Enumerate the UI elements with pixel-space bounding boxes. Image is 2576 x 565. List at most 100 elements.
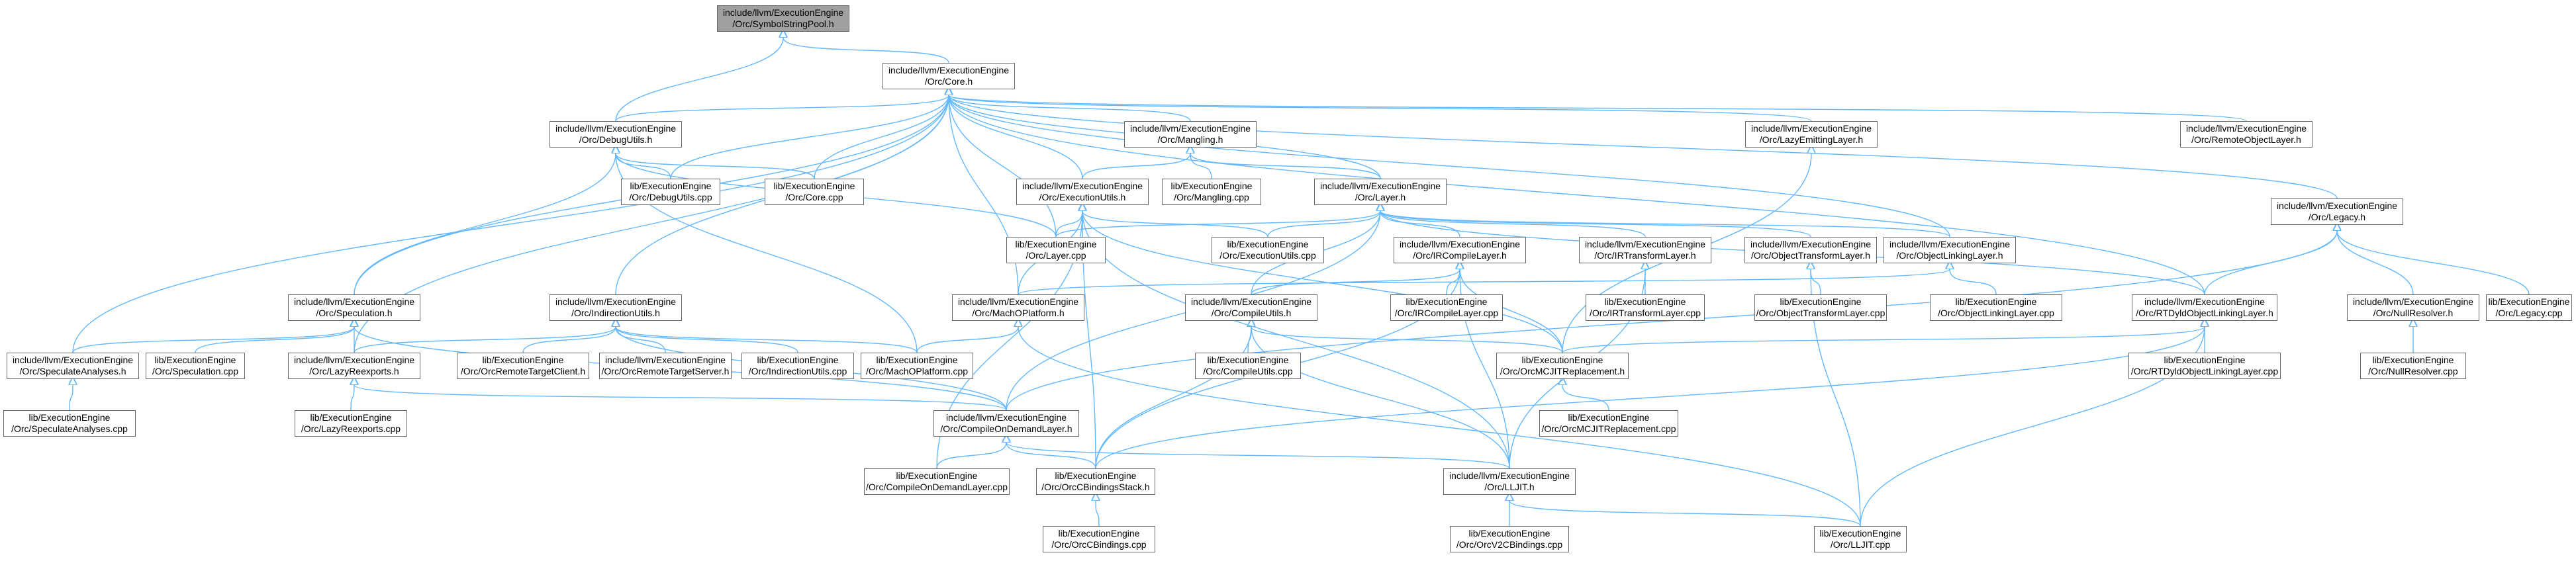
edge-n49-to-n20 (1018, 327, 1861, 527)
edge-n06-to-n02 (616, 153, 671, 179)
edge-n07-to-n01 (814, 95, 949, 179)
node-ircompilelayer-h[interactable]: include/llvm/ExecutionEngine /Orc/IRComp… (1394, 237, 1526, 263)
edge-n47-to-n45 (1096, 501, 1099, 527)
edge-n26-to-n01 (949, 95, 2205, 295)
node-objecttransformlayer-cpp[interactable]: lib/ExecutionEngine /Orc/ObjectTransform… (1754, 294, 1887, 321)
node-executionutils-cpp[interactable]: lib/ExecutionEngine /Orc/ExecutionUtils.… (1212, 237, 1324, 263)
node-symbolstringpool-h[interactable]: include/llvm/ExecutionEngine /Orc/Symbol… (717, 5, 849, 32)
node-machoplatform-cpp[interactable]: lib/ExecutionEngine /Orc/MachOPlatform.c… (861, 353, 973, 379)
edge-n35-to-n19 (616, 327, 918, 353)
node-orcmcjitreplacement-cpp[interactable]: lib/ExecutionEngine /Orc/OrcMCJITReplace… (1539, 410, 1678, 437)
edge-n29-to-n01 (72, 95, 949, 353)
node-rtdyldobjectlinkinglayer-h[interactable]: include/llvm/ExecutionEngine /Orc/RTDyld… (2132, 294, 2277, 321)
edge-n29-to-n18 (72, 327, 354, 353)
node-lazyemittinglayer-h[interactable]: include/llvm/ExecutionEngine /Orc/LazyEm… (1745, 121, 1878, 148)
edge-n43-to-n37 (1562, 385, 1609, 411)
edge-n08-to-n03 (1082, 153, 1190, 179)
node-mangling-cpp[interactable]: lib/ExecutionEngine /Orc/Mangling.cpp (1162, 179, 1261, 205)
edge-n11-to-n01 (949, 95, 2338, 199)
node-compileondemandlayer-h[interactable]: include/llvm/ExecutionEngine /Orc/Compil… (933, 410, 1079, 437)
edge-n33-to-n19 (616, 327, 666, 353)
edge-n17-to-n10 (1380, 211, 1950, 238)
edge-n45-to-n42 (1006, 443, 1096, 469)
edge-n30-to-n18 (195, 327, 354, 353)
node-orcv2cbindings-cpp[interactable]: lib/ExecutionEngine /Orc/OrcV2CBindings.… (1450, 526, 1569, 552)
edge-n27-to-n11 (2337, 231, 2414, 295)
node-lazyreexports-h[interactable]: include/llvm/ExecutionEngine /Orc/LazyRe… (288, 353, 420, 379)
edge-n37-to-n08 (1082, 211, 1563, 353)
edge-n04-to-n01 (949, 95, 1812, 122)
edge-n46-to-n42 (1006, 443, 1510, 469)
edge-n21-to-n14 (1251, 269, 1460, 295)
edge-n49-to-n46 (1509, 501, 1861, 527)
edge-n16-to-n10 (1380, 211, 1811, 238)
edge-n10-to-n03 (1190, 153, 1381, 179)
edge-n37-to-n26 (1562, 327, 2205, 353)
edge-n08-to-n01 (949, 95, 1083, 179)
edge-n34-to-n19 (616, 327, 798, 353)
node-objecttransformlayer-h[interactable]: include/llvm/ExecutionEngine /Orc/Object… (1744, 237, 1877, 263)
edge-n13-to-n10 (1267, 211, 1380, 238)
node-machoplatform-h[interactable]: include/llvm/ExecutionEngine /Orc/MachOP… (952, 294, 1084, 321)
node-orccbindingsstack-h[interactable]: lib/ExecutionEngine /Orc/OrcCBindingsSta… (1036, 468, 1155, 495)
node-objectlinkinglayer-cpp[interactable]: lib/ExecutionEngine /Orc/ObjectLinkingLa… (1930, 294, 2062, 321)
edge-n12-to-n08 (1055, 211, 1082, 238)
edge-n37-to-n14 (1460, 269, 1563, 353)
node-core-h[interactable]: include/llvm/ExecutionEngine /Orc/Core.h (883, 63, 1015, 89)
edge-n45-to-n26 (1095, 327, 2205, 469)
node-speculateanalyses-h[interactable]: include/llvm/ExecutionEngine /Orc/Specul… (7, 353, 139, 379)
edge-n31-to-n19 (354, 327, 616, 353)
node-indirectionutils-h[interactable]: include/llvm/ExecutionEngine /Orc/Indire… (549, 294, 682, 321)
edge-n20-to-n17 (1018, 269, 1950, 295)
node-objectlinkinglayer-h[interactable]: include/llvm/ExecutionEngine /Orc/Object… (1884, 237, 2016, 263)
edge-n06-to-n01 (670, 95, 949, 179)
node-lljit-h[interactable]: include/llvm/ExecutionEngine /Orc/LLJIT.… (1443, 468, 1576, 495)
node-executionutils-h[interactable]: include/llvm/ExecutionEngine /Orc/Execut… (1016, 179, 1149, 205)
node-legacy-cpp[interactable]: lib/ExecutionEngine /Orc/Legacy.cpp (2486, 294, 2572, 321)
node-nullresolver-cpp[interactable]: lib/ExecutionEngine /Orc/NullResolver.cp… (2360, 353, 2466, 379)
node-orcremotetargetserver-h[interactable]: include/llvm/ExecutionEngine /Orc/OrcRem… (599, 353, 732, 379)
node-speculation-h[interactable]: include/llvm/ExecutionEngine /Orc/Specul… (288, 294, 420, 321)
edge-n12-to-n10 (1055, 211, 1380, 238)
edge-n37-to-n21 (1251, 327, 1563, 353)
edge-n07-to-n02 (616, 153, 815, 179)
edge-n42-to-n31 (354, 385, 1007, 411)
node-speculateanalyses-cpp[interactable]: lib/ExecutionEngine /Orc/SpeculateAnalys… (3, 410, 136, 437)
node-nullresolver-h[interactable]: include/llvm/ExecutionEngine /Orc/NullRe… (2347, 294, 2479, 321)
node-mangling-h[interactable]: include/llvm/ExecutionEngine /Orc/Mangli… (1124, 121, 1257, 148)
node-lazyreexports-cpp[interactable]: lib/ExecutionEngine /Orc/LazyReexports.c… (295, 410, 407, 437)
node-lljit-cpp[interactable]: lib/ExecutionEngine /Orc/LLJIT.cpp (1814, 526, 1907, 552)
node-layer-cpp[interactable]: lib/ExecutionEngine /Orc/Layer.cpp (1006, 237, 1106, 263)
edge-n15-to-n10 (1380, 211, 1646, 238)
node-core-cpp[interactable]: lib/ExecutionEngine /Orc/Core.cpp (765, 179, 864, 205)
edge-n32-to-n19 (522, 327, 616, 353)
node-compileutils-cpp[interactable]: lib/ExecutionEngine /Orc/CompileUtils.cp… (1195, 353, 1301, 379)
node-debugutils-h[interactable]: include/llvm/ExecutionEngine /Orc/DebugU… (549, 121, 682, 148)
node-orcmcjitreplacement-h[interactable]: lib/ExecutionEngine /Orc/OrcMCJITReplace… (1496, 353, 1629, 379)
edge-n41-to-n31 (351, 385, 354, 411)
node-remoteobjectlayer-h[interactable]: include/llvm/ExecutionEngine /Orc/Remote… (2180, 121, 2313, 148)
node-irtransformlayer-h[interactable]: include/llvm/ExecutionEngine /Orc/IRTran… (1579, 237, 1711, 263)
node-legacy-h[interactable]: include/llvm/ExecutionEngine /Orc/Legacy… (2271, 198, 2403, 225)
node-compileutils-h[interactable]: include/llvm/ExecutionEngine /Orc/Compil… (1185, 294, 1317, 321)
node-compileondemandlayer-cpp[interactable]: lib/ExecutionEngine /Orc/CompileOnDemand… (864, 468, 1010, 495)
node-layer-h[interactable]: include/llvm/ExecutionEngine /Orc/Layer.… (1314, 179, 1447, 205)
edge-n44-to-n42 (936, 443, 1006, 469)
edge-n20-to-n01 (949, 95, 1019, 295)
edge-n02-to-n00 (615, 38, 783, 122)
node-speculation-cpp[interactable]: lib/ExecutionEngine /Orc/Speculation.cpp (146, 353, 245, 379)
node-debugutils-cpp[interactable]: lib/ExecutionEngine /Orc/DebugUtils.cpp (621, 179, 720, 205)
node-orcremotetargetclient-h[interactable]: lib/ExecutionEngine /Orc/OrcRemoteTarget… (457, 353, 589, 379)
node-irtransformlayer-cpp[interactable]: lib/ExecutionEngine /Orc/IRTransformLaye… (1586, 294, 1705, 321)
edge-n09-to-n03 (1190, 153, 1212, 179)
edge-n12-to-n01 (949, 95, 1057, 238)
node-ircompilelayer-cpp[interactable]: lib/ExecutionEngine /Orc/IRCompileLayer.… (1390, 294, 1503, 321)
edge-n05-to-n01 (949, 95, 2247, 122)
node-rtdyldobjectlinkinglayer-cpp[interactable]: lib/ExecutionEngine /Orc/RTDyldObjectLin… (2128, 353, 2281, 379)
node-indirectionutils-cpp[interactable]: lib/ExecutionEngine /Orc/IndirectionUtil… (741, 353, 854, 379)
edge-n01-to-n00 (783, 38, 949, 64)
node-orccbindings-cpp[interactable]: lib/ExecutionEngine /Orc/OrcCBindings.cp… (1043, 526, 1155, 552)
edge-n14-to-n10 (1380, 211, 1460, 238)
edge-n18-to-n02 (354, 153, 616, 295)
